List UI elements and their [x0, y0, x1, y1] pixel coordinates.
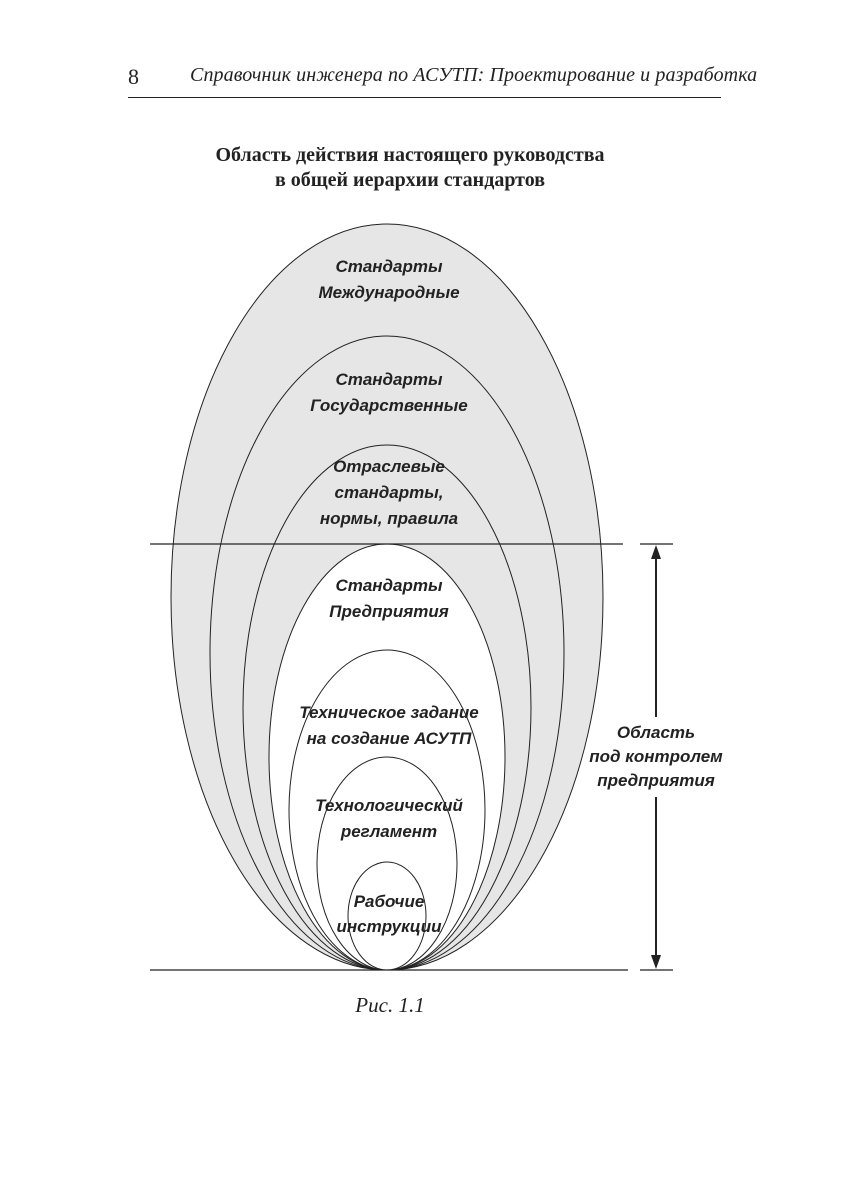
header-rule: [128, 97, 721, 98]
level-4-label-line-1: Стандарты: [335, 576, 443, 595]
figure-caption: Рис. 1.1: [355, 993, 425, 1017]
running-title: Справочник инженера по АСУТП: Проектиров…: [190, 64, 758, 86]
nested-ellipses: [170, 223, 604, 971]
level-1-label-line-2: Международные: [318, 283, 459, 302]
level-5-label-line-1: Техническое задание: [299, 703, 478, 722]
bracket-label-line-3: предприятия: [597, 771, 715, 790]
page-number: 8: [128, 64, 139, 89]
level-2-label-line-2: Государственные: [310, 396, 467, 415]
level-7-label-line-2: инструкции: [337, 917, 443, 936]
level-7-label-line-1: Рабочие: [354, 892, 425, 911]
level-6-label-line-2: регламент: [340, 822, 437, 841]
level-5-label-line-2: на создание АСУТП: [307, 729, 472, 748]
level-1-label-line-1: Стандарты: [335, 257, 443, 276]
ellipse-level-7: [347, 861, 427, 971]
level-4-label-line-2: Предприятия: [329, 602, 448, 621]
figure-title-line-2: в общей иерархии стандартов: [274, 169, 546, 191]
level-3-label-line-2: стандарты,: [335, 483, 444, 502]
bracket-label-line-1: Область: [617, 723, 695, 742]
level-6-label-line-1: Технологический: [315, 796, 463, 815]
level-2-label-line-1: Стандарты: [335, 370, 443, 389]
arrow-up-icon: [651, 545, 661, 559]
figure-title: Область действия настоящего руководства …: [120, 143, 700, 193]
bracket-label-line-2: под контролем: [589, 747, 723, 766]
figure-title-line-1: Область действия настоящего руководства: [215, 144, 605, 166]
arrow-down-icon: [651, 955, 661, 969]
level-3-label-line-1: Отраслевые: [333, 457, 445, 476]
level-3-label-line-3: нормы, правила: [320, 509, 458, 528]
